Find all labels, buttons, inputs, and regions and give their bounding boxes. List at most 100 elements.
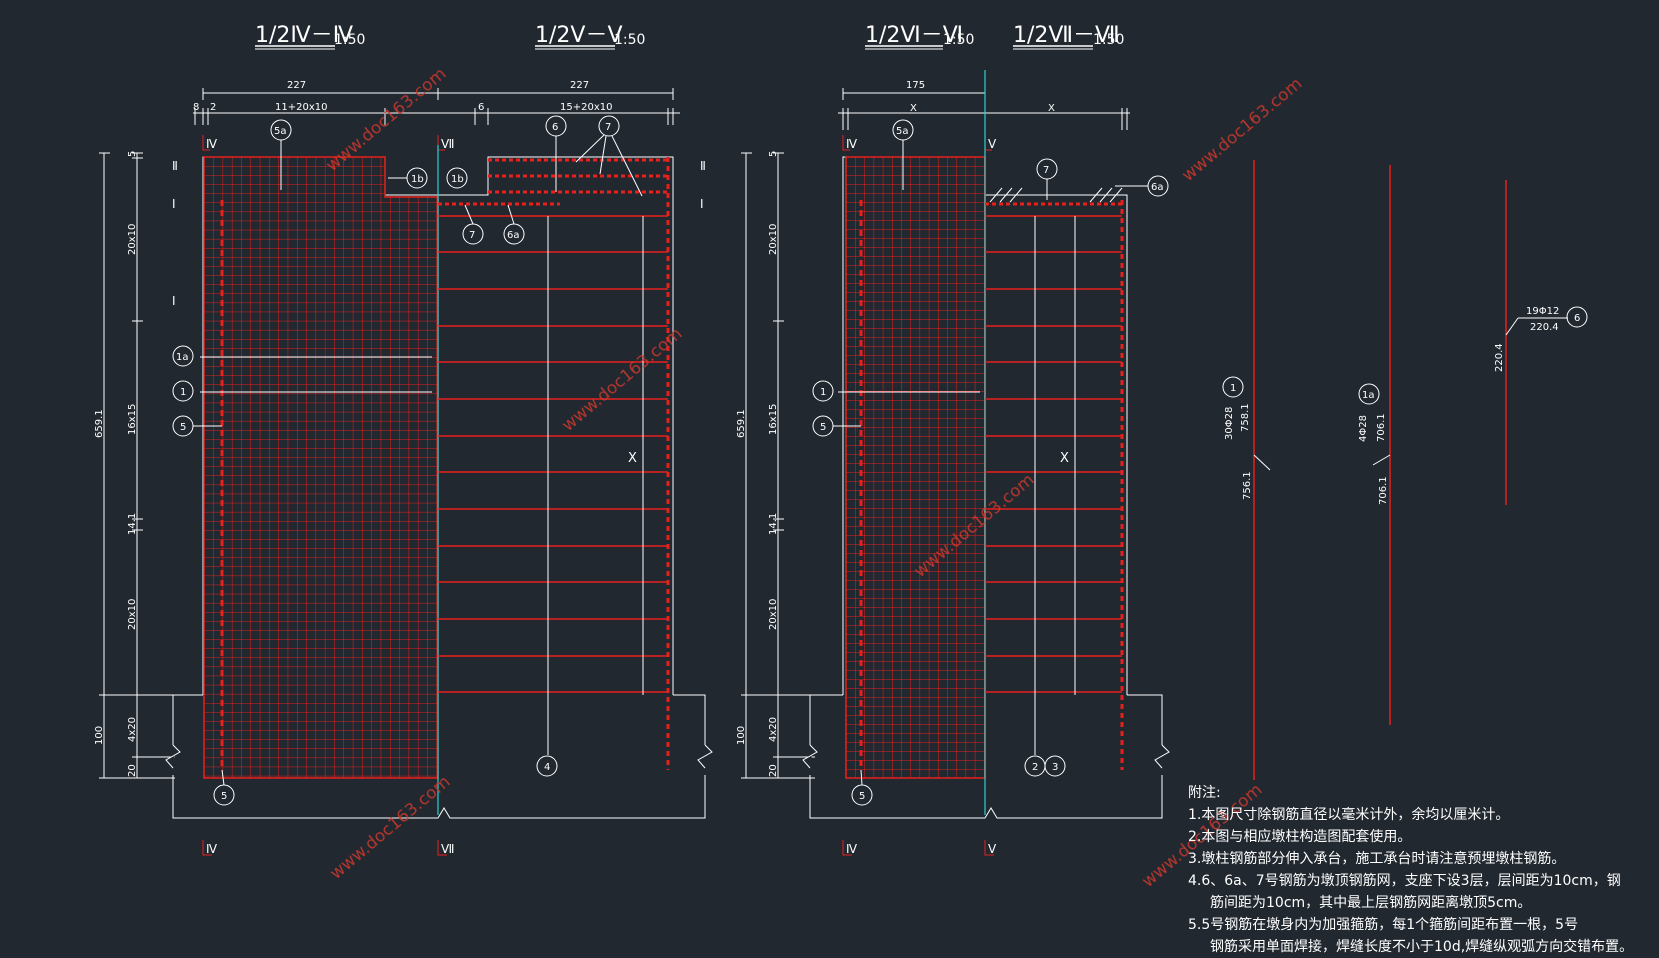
svg-text:6a: 6a <box>1151 182 1164 193</box>
svg-text:4x20: 4x20 <box>768 717 779 742</box>
svg-text:14.1: 14.1 <box>768 513 779 535</box>
svg-text:1a: 1a <box>1362 390 1375 401</box>
svg-text:1b: 1b <box>451 174 464 185</box>
svg-text:1: 1 <box>180 387 186 398</box>
svg-text:X: X <box>1048 103 1055 114</box>
svg-text:5a: 5a <box>274 126 287 137</box>
svg-text:5: 5 <box>127 151 138 157</box>
right-bar-callouts: 5a 7 6a 1 5 2 3 5 <box>812 119 1169 806</box>
svg-text:X: X <box>1060 451 1069 466</box>
title-section-v: 1/2Ⅴ－Ⅴ <box>535 23 623 48</box>
svg-text:6: 6 <box>552 122 558 133</box>
svg-text:20x10: 20x10 <box>768 599 779 630</box>
svg-text:100: 100 <box>94 726 105 745</box>
svg-text:Ⅶ: Ⅶ <box>441 137 454 151</box>
svg-text:5a: 5a <box>896 126 909 137</box>
left-drawing: 1/2Ⅳ－Ⅳ 1:50 1/2Ⅴ－Ⅴ 1:50 227 227 8 2 11+2… <box>94 23 713 856</box>
svg-text:Ⅱ: Ⅱ <box>700 159 706 173</box>
svg-text:2: 2 <box>210 102 216 113</box>
svg-text:7: 7 <box>605 122 611 133</box>
svg-text:16x15: 16x15 <box>127 404 138 435</box>
svg-text:1:50: 1:50 <box>1093 32 1124 48</box>
svg-text:4: 4 <box>544 762 550 773</box>
svg-text:8: 8 <box>193 102 199 113</box>
svg-text:20: 20 <box>768 764 779 777</box>
svg-text:756.1: 756.1 <box>1242 471 1253 500</box>
notes: 附注: 1.本图尺寸除钢筋直径以毫米计外，余均以厘米计。 2.本图与相应墩柱构造… <box>1188 782 1648 958</box>
svg-text:5: 5 <box>221 791 227 802</box>
svg-text:www.doc163.com: www.doc163.com <box>322 64 450 176</box>
svg-text:Ⅳ: Ⅳ <box>846 842 857 856</box>
svg-text:1: 1 <box>1230 383 1236 394</box>
svg-text:Ⅳ: Ⅳ <box>846 137 857 151</box>
svg-text:4Φ28: 4Φ28 <box>1358 415 1369 442</box>
svg-text:5: 5 <box>180 422 186 433</box>
svg-text:Ⅳ: Ⅳ <box>206 842 217 856</box>
svg-text:6a: 6a <box>507 230 520 241</box>
note-4-cont: 筋间距为10cm，其中最上层钢筋网距离墩顶5cm。 <box>1210 895 1532 911</box>
svg-text:Ⅴ: Ⅴ <box>988 137 997 151</box>
svg-text:1:50: 1:50 <box>943 32 974 48</box>
left-bar-callouts: 5a 1b 1b 6 7 7 6a 1a 1 5 4 5 <box>172 115 643 806</box>
svg-text:5: 5 <box>768 151 779 157</box>
note-5-cont: 钢筋采用单面焊接，焊缝长度不小于10d,焊缝纵观弧方向交错布置。 <box>1210 939 1634 955</box>
svg-text:227: 227 <box>570 80 589 91</box>
svg-text:100: 100 <box>736 726 747 745</box>
svg-text:20x10: 20x10 <box>127 224 138 255</box>
bar-schedule <box>1253 160 1568 780</box>
bar-schedule-labels: 1 30Φ28 758.1 756.1 1a 4Φ28 706.1 706.1 … <box>1222 306 1588 505</box>
svg-text:5: 5 <box>859 791 865 802</box>
svg-text:20: 20 <box>127 764 138 777</box>
svg-text:Ⅰ: Ⅰ <box>700 197 704 211</box>
svg-text:659.1: 659.1 <box>736 409 747 438</box>
svg-text:758.1: 758.1 <box>1240 403 1251 432</box>
svg-text:2: 2 <box>1032 762 1038 773</box>
note-1: 1.本图尺寸除钢筋直径以毫米计外，余均以厘米计。 <box>1188 807 1510 823</box>
svg-text:1a: 1a <box>176 352 189 363</box>
svg-text:Ⅰ: Ⅰ <box>172 294 176 308</box>
title-section-vii: 1/2Ⅶ－Ⅶ <box>1013 23 1120 48</box>
notes-heading: 附注: <box>1188 785 1221 801</box>
svg-text:706.1: 706.1 <box>1378 476 1389 505</box>
svg-text:Ⅴ: Ⅴ <box>988 842 997 856</box>
svg-text:1: 1 <box>820 387 826 398</box>
note-2: 2.本图与相应墩柱构造图配套使用。 <box>1188 829 1412 845</box>
svg-text:7: 7 <box>469 230 475 241</box>
svg-text:5: 5 <box>820 422 826 433</box>
svg-text:X: X <box>628 451 637 466</box>
svg-text:Ⅶ: Ⅶ <box>441 842 454 856</box>
svg-text:6: 6 <box>478 102 484 113</box>
svg-text:16x15: 16x15 <box>768 404 779 435</box>
svg-text:20x10: 20x10 <box>127 599 138 630</box>
svg-text:220.4: 220.4 <box>1530 322 1559 333</box>
svg-text:14.1: 14.1 <box>127 513 138 535</box>
svg-text:1b: 1b <box>411 174 424 185</box>
svg-text:Ⅳ: Ⅳ <box>206 137 217 151</box>
title-section-vi: 1/2Ⅵ－Ⅵ <box>865 23 963 48</box>
title-scale: 1:50 <box>334 32 365 48</box>
svg-text:www.doc163.com: www.doc163.com <box>326 772 454 884</box>
svg-text:220.4: 220.4 <box>1494 343 1505 372</box>
note-4: 4.6、6a、7号钢筋为墩顶钢筋网，支座下设3层，层间距为10cm，钢 <box>1188 873 1621 889</box>
svg-text:706.1: 706.1 <box>1376 413 1387 442</box>
svg-text:20x10: 20x10 <box>768 224 779 255</box>
title-scale: 1:50 <box>614 32 645 48</box>
svg-text:X: X <box>910 103 917 114</box>
left-rebar-mesh: X <box>200 145 670 815</box>
svg-text:19Φ12: 19Φ12 <box>1526 306 1559 317</box>
svg-text:6: 6 <box>1574 313 1580 324</box>
svg-text:227: 227 <box>287 80 306 91</box>
svg-text:4x20: 4x20 <box>127 717 138 742</box>
right-rebar-mesh: X <box>838 70 1124 815</box>
svg-text:Ⅱ: Ⅱ <box>172 159 178 173</box>
svg-text:7: 7 <box>1043 165 1049 176</box>
note-5: 5.5号钢筋在墩身内为加强箍筋，每1个箍筋间距布置一根，5号 <box>1188 917 1579 933</box>
svg-text:www.doc163.com: www.doc163.com <box>1178 74 1306 186</box>
svg-text:Ⅰ: Ⅰ <box>172 197 176 211</box>
note-3: 3.墩柱钢筋部分伸入承台，施工承台时请注意预埋墩柱钢筋。 <box>1188 851 1566 867</box>
svg-text:659.1: 659.1 <box>94 409 105 438</box>
svg-text:30Φ28: 30Φ28 <box>1224 407 1235 440</box>
svg-text:11+20x10: 11+20x10 <box>275 102 327 113</box>
svg-text:15+20x10: 15+20x10 <box>560 102 612 113</box>
